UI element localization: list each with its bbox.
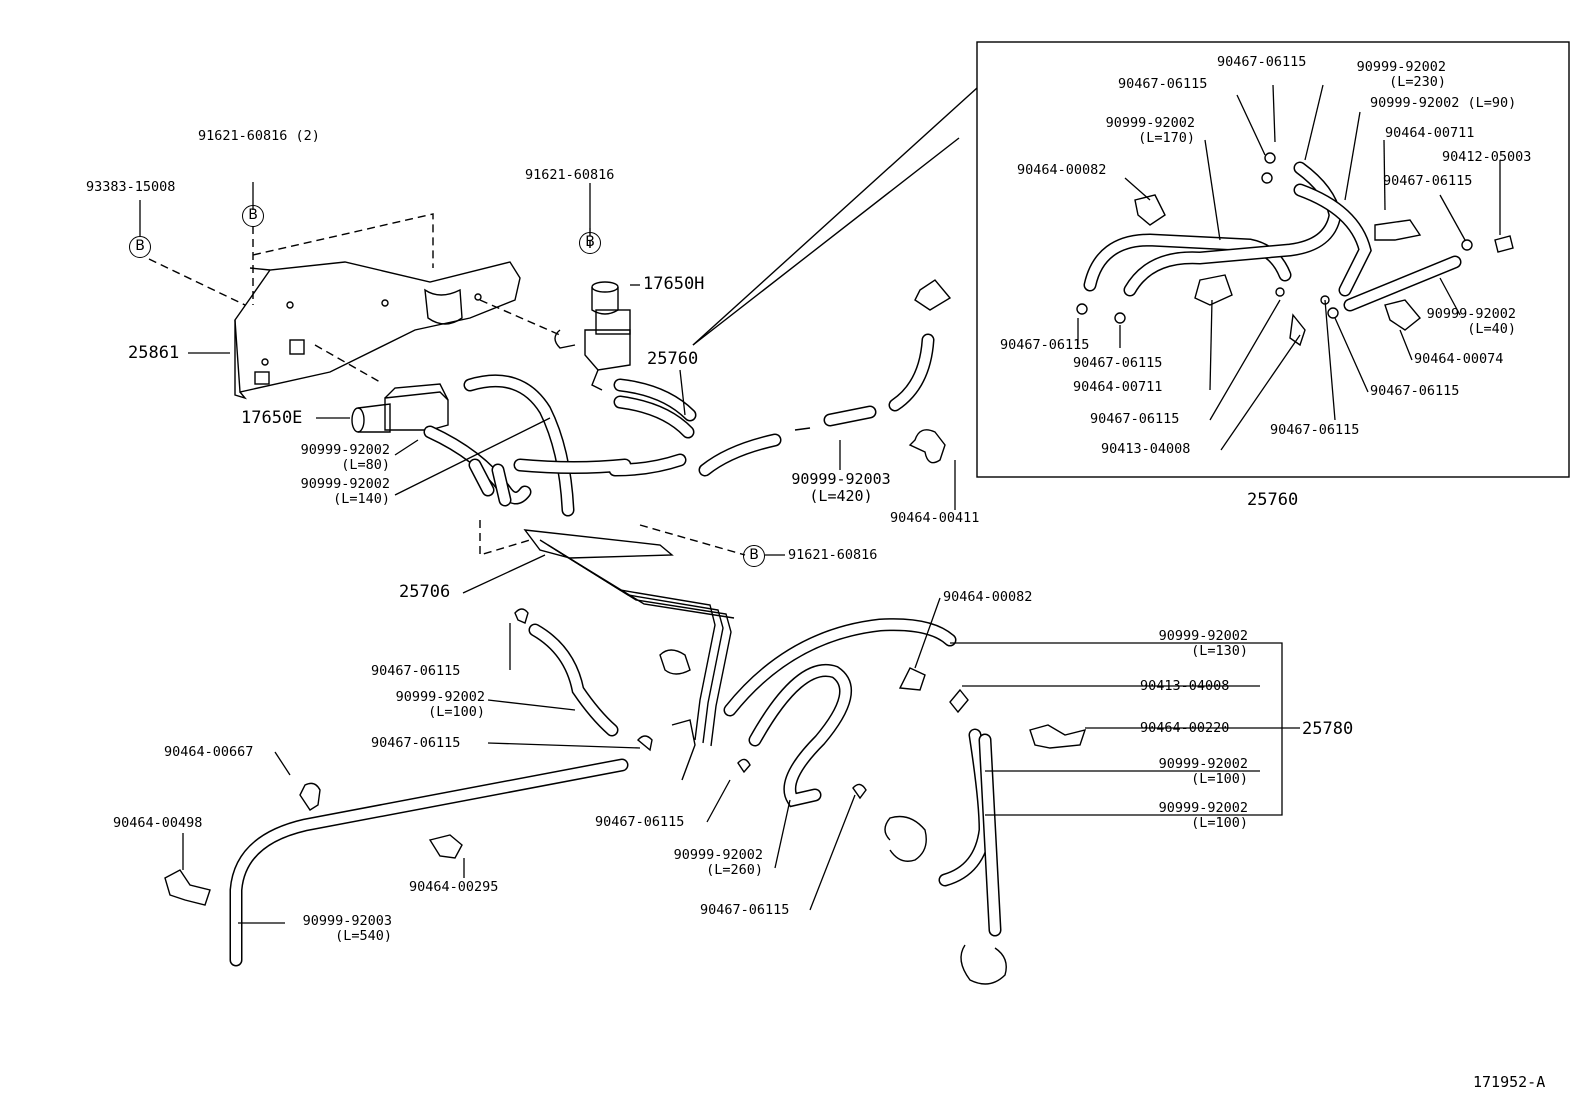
label-91621-60816-top: 91621-60816	[525, 167, 615, 183]
group-hose-l100b-part: 90999-92002	[1158, 800, 1248, 816]
group-hose-l130-length: (L=130)	[1191, 643, 1248, 659]
label-clip-c3: 90467-06115	[595, 814, 685, 830]
label-inset-hose-l230: 90999-92002 (L=230)	[1316, 60, 1446, 90]
hose-l540-part: 90999-92003	[302, 913, 392, 929]
inset-hoses	[1076, 152, 1514, 347]
hose-l420-part: 90999-92003	[791, 470, 891, 488]
solenoid-17650E	[351, 383, 449, 433]
label-group-hose-l130: 90999-92002 (L=130)	[1118, 629, 1248, 659]
inset-leader-bottom	[692, 137, 960, 346]
label-inset-clip-m1: 90467-06115	[1090, 411, 1180, 427]
bolt-marker-b-left: B	[129, 236, 151, 258]
label-hose-l540: 90999-92003 (L=540)	[262, 914, 392, 944]
bracket-25861	[234, 261, 521, 400]
label-inset-clip-m2: 90467-06115	[1270, 422, 1360, 438]
label-93383-15008: 93383-15008	[86, 179, 176, 195]
leader-lines	[139, 84, 1501, 924]
label-17650H: 17650H	[643, 274, 705, 294]
group-hose-l100b-length: (L=100)	[1191, 815, 1248, 831]
label-group-90464-00220: 90464-00220	[1140, 720, 1230, 736]
label-90464-00498: 90464-00498	[113, 815, 203, 831]
label-inset-90464-00711-right: 90464-00711	[1385, 125, 1475, 141]
label-90464-00082-mid: 90464-00082	[943, 589, 1033, 605]
label-25861: 25861	[128, 343, 180, 363]
label-inset-hose-l170: 90999-92002 (L=170)	[1065, 116, 1195, 146]
label-17650E: 17650E	[241, 408, 303, 428]
clamp-90464-00411	[908, 429, 946, 464]
label-inset-90464-00074: 90464-00074	[1414, 351, 1504, 367]
inset-hose-l40-length: (L=40)	[1467, 321, 1516, 337]
label-hose-l140: 90999-92002 (L=140)	[260, 477, 390, 507]
label-inset-clip-l2: 90467-06115	[1073, 355, 1163, 371]
pipe-assembly-25706	[523, 529, 735, 781]
label-25760-main: 25760	[647, 349, 699, 369]
group-hose-l130-part: 90999-92002	[1158, 628, 1248, 644]
label-hose-l80: 90999-92002 (L=80)	[260, 443, 390, 473]
inset-hose-l40-part: 90999-92002	[1426, 306, 1516, 322]
label-clip-c1: 90467-06115	[371, 663, 461, 679]
label-inset-90464-00082: 90464-00082	[1017, 162, 1107, 178]
hose-l140-length: (L=140)	[333, 491, 390, 507]
hose-l100a-length: (L=100)	[428, 704, 485, 720]
label-25780: 25780	[1302, 719, 1354, 739]
bolt-marker-b-bracket: B	[242, 205, 264, 227]
label-inset-clip-top2: 90467-06115	[1118, 76, 1208, 92]
label-hose-l260: 90999-92002 (L=260)	[633, 848, 763, 878]
inset-leader-top	[692, 87, 978, 346]
small-clips	[164, 608, 867, 906]
figure-id: 171952-A	[1473, 1073, 1546, 1091]
label-inset-clip-r2: 90467-06115	[1370, 383, 1460, 399]
label-inset-hose-l90: 90999-92002 (L=90)	[1370, 95, 1517, 111]
label-inset-hose-l40: 90999-92002 (L=40)	[1386, 307, 1516, 337]
hose-l140-part: 90999-92002	[300, 476, 390, 492]
inset-hose-l230-part: 90999-92002	[1356, 59, 1446, 75]
label-25706: 25706	[399, 582, 451, 602]
label-group-hose-l100-b: 90999-92002 (L=100)	[1118, 801, 1248, 831]
label-hose-l100-a: 90999-92002 (L=100)	[355, 690, 485, 720]
label-clip-c2: 90467-06115	[371, 735, 461, 751]
label-90464-00411: 90464-00411	[890, 510, 980, 526]
label-inset-90413-04008: 90413-04008	[1101, 441, 1191, 457]
hose-l420-length: (L=420)	[809, 487, 873, 505]
label-inset-clip-r1: 90467-06115	[1383, 173, 1473, 189]
upper-hoses	[423, 279, 952, 517]
hose-l260-length: (L=260)	[706, 862, 763, 878]
hose-l80-part: 90999-92002	[300, 442, 390, 458]
bolt-marker-b-pipe: B	[743, 545, 765, 567]
hose-l80-length: (L=80)	[341, 457, 390, 473]
label-inset-90464-00711-left: 90464-00711	[1073, 379, 1163, 395]
inset-hose-l170-length: (L=170)	[1138, 130, 1195, 146]
inset-hose-l170-part: 90999-92002	[1105, 115, 1195, 131]
label-91621-60816-2: 91621-60816 (2)	[198, 128, 320, 144]
label-inset-clip-l1: 90467-06115	[1000, 337, 1090, 353]
label-group-90413-04008: 90413-04008	[1140, 678, 1230, 694]
label-hose-l420: 90999-92003 (L=420)	[776, 471, 906, 505]
hose-l540-length: (L=540)	[335, 928, 392, 944]
hose-l260-part: 90999-92002	[673, 847, 763, 863]
solenoid-17650H	[554, 281, 631, 391]
hose-l100a-part: 90999-92002	[395, 689, 485, 705]
lower-hoses	[229, 618, 1087, 985]
inset-frame	[976, 41, 1570, 478]
inset-hose-l230-length: (L=230)	[1389, 74, 1446, 90]
label-90464-00295: 90464-00295	[409, 879, 499, 895]
label-inset-clip-top1: 90467-06115	[1217, 54, 1307, 70]
label-group-hose-l100-a: 90999-92002 (L=100)	[1118, 757, 1248, 787]
label-90464-00667: 90464-00667	[164, 744, 254, 760]
label-91621-60816-mid: 91621-60816	[788, 547, 878, 563]
bolt-marker-b-solenoid: B	[579, 232, 601, 254]
group-hose-l100a-length: (L=100)	[1191, 771, 1248, 787]
group-hose-l100a-part: 90999-92002	[1158, 756, 1248, 772]
label-clip-c4: 90467-06115	[700, 902, 790, 918]
label-inset-90412-05003: 90412-05003	[1442, 149, 1532, 165]
label-inset-25760: 25760	[1247, 490, 1299, 510]
